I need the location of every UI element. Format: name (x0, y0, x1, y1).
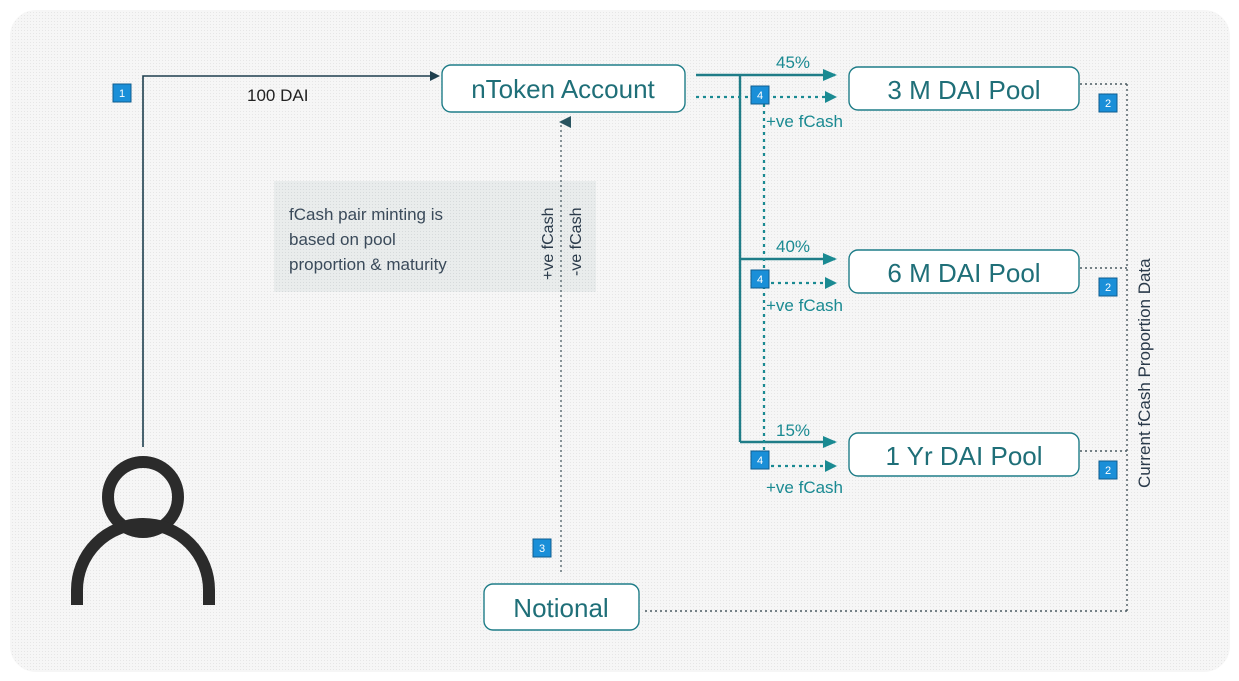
svg-text:3: 3 (539, 543, 545, 555)
ntoken-account-label: nToken Account (471, 74, 655, 104)
step-badge-4-1yr: 4 (750, 450, 770, 470)
svg-text:1: 1 (119, 88, 125, 100)
step-badge-2-6m: 2 (1098, 277, 1118, 297)
step-badge-4-3m: 4 (750, 85, 770, 105)
step-badge-4-6m: 4 (750, 269, 770, 289)
allocation-lines (696, 69, 837, 448)
notional-label: Notional (513, 593, 608, 623)
neg-fcash-vertical-label: -ve fCash (568, 208, 585, 276)
note-line-1: fCash pair minting is (289, 205, 443, 224)
note-line-2: based on pool (289, 230, 396, 249)
pool-1yr-node: 1 Yr DAI Pool (848, 432, 1080, 477)
pct-6m-label: 40% (776, 237, 810, 256)
step-badge-2-1yr: 2 (1098, 460, 1118, 480)
pool-3m-label: 3 M DAI Pool (887, 75, 1040, 105)
diagram-background (10, 10, 1230, 672)
notional-node: Notional (483, 583, 640, 631)
svg-text:2: 2 (1105, 98, 1111, 110)
pos-fcash-3m-label: +ve fCash (766, 112, 843, 131)
step-badge-3: 3 (532, 538, 552, 558)
ntoken-account-node: nToken Account (441, 64, 686, 113)
proportion-data-label: Current fCash Proportion Data (1135, 258, 1154, 488)
svg-text:4: 4 (757, 90, 763, 102)
note-line-3: proportion & maturity (289, 255, 447, 274)
svg-text:2: 2 (1105, 465, 1111, 477)
svg-text:2: 2 (1105, 282, 1111, 294)
deposit-amount-label: 100 DAI (247, 86, 308, 105)
pos-fcash-6m-label: +ve fCash (766, 296, 843, 315)
pool-6m-label: 6 M DAI Pool (887, 258, 1040, 288)
pool-1yr-label: 1 Yr DAI Pool (885, 441, 1042, 471)
deposit-arrow (142, 71, 440, 447)
step-badge-1: 1 (112, 83, 132, 103)
user-icon (71, 456, 215, 605)
pool-3m-node: 3 M DAI Pool (848, 66, 1080, 111)
pct-3m-label: 45% (776, 53, 810, 72)
pct-1yr-label: 15% (776, 421, 810, 440)
pos-fcash-vertical-label: +ve fCash (540, 208, 557, 280)
proportion-data-lines (645, 83, 1128, 612)
pos-fcash-1yr-label: +ve fCash (766, 478, 843, 497)
svg-text:4: 4 (757, 274, 763, 286)
svg-text:4: 4 (757, 455, 763, 467)
step-badge-2-3m: 2 (1098, 93, 1118, 113)
pool-6m-node: 6 M DAI Pool (848, 249, 1080, 294)
note-box: fCash pair minting is based on pool prop… (274, 181, 596, 292)
